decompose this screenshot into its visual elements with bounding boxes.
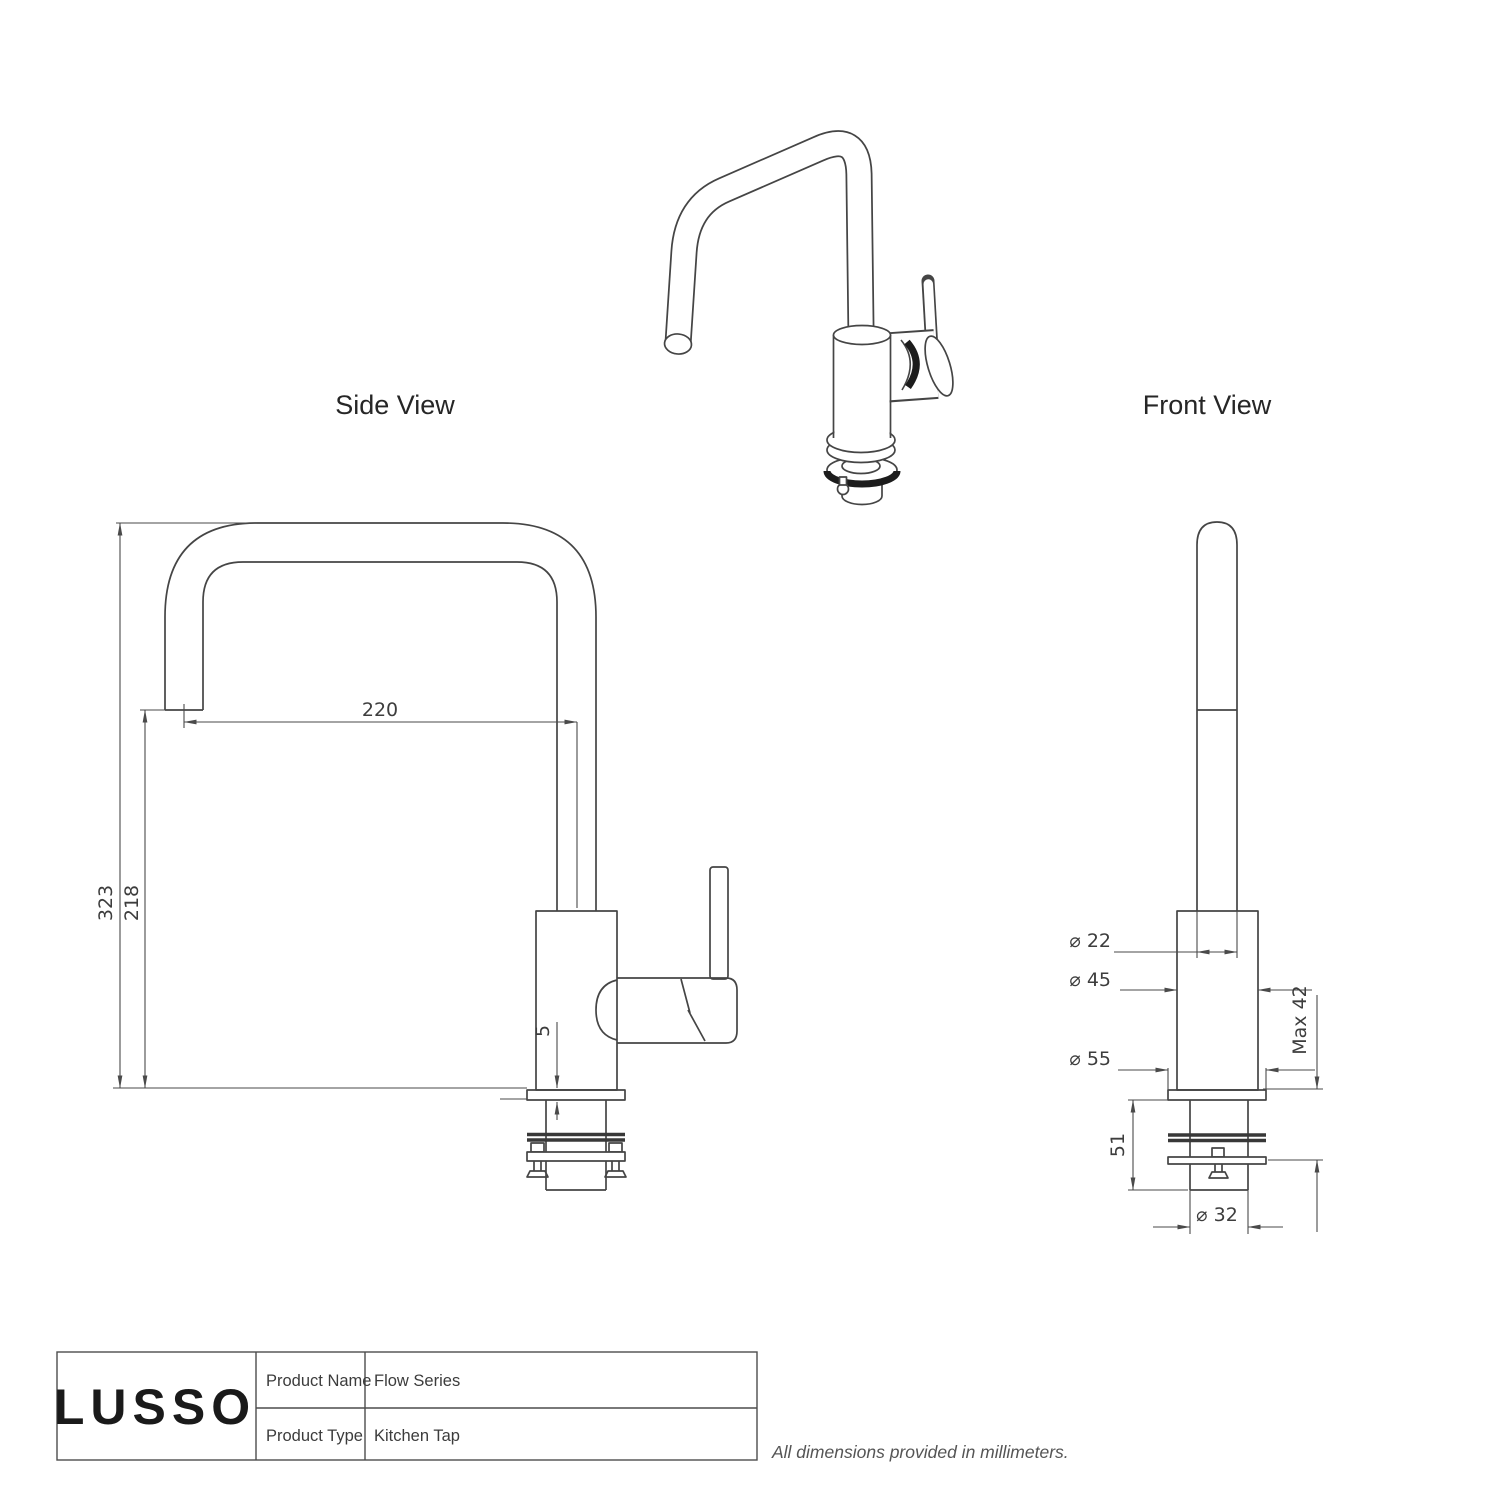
iso-handle-seam (900, 339, 912, 391)
iso-spout-core (666, 132, 873, 345)
front-view (1114, 521, 1323, 1234)
dim-label-spout-diameter: ⌀ 22 (1069, 930, 1111, 952)
dim-base-diameter (1118, 1067, 1315, 1090)
dim-label-base-diameter: ⌀ 55 (1069, 1048, 1111, 1070)
title-block-border (56, 1351, 758, 1461)
front-locknut (1167, 1156, 1267, 1165)
side-screw-left (526, 1161, 549, 1178)
dim-base-plate (500, 1022, 560, 1120)
side-lever (709, 866, 729, 980)
dim-spout-reach (183, 704, 578, 908)
side-handle (617, 977, 738, 1044)
dim-shank-length (1128, 1099, 1188, 1191)
product-name-value: Flow Series (374, 1372, 460, 1390)
product-type-label: Product Type (266, 1427, 363, 1445)
dim-label-max-deck: Max 42 (1289, 985, 1311, 1055)
title-block: LUSSO Product Name Flow Series Product T… (54, 1351, 758, 1461)
side-view (113, 522, 738, 1191)
side-handle-seam (680, 978, 706, 1042)
dim-label-overall-height: 323 (95, 885, 117, 921)
iso-grub-screw-stem (838, 476, 848, 486)
dim-label-base-plate: 5 (532, 1025, 554, 1037)
front-flange (1167, 1089, 1267, 1101)
iso-handle-band (904, 339, 920, 390)
product-type-value: Kitchen Tap (374, 1427, 460, 1445)
side-stud-left (530, 1142, 545, 1153)
iso-spout-outlet (663, 333, 693, 355)
dim-label-outlet-height: 218 (121, 885, 143, 921)
isometric-view (663, 130, 954, 506)
dim-overall-height (116, 522, 257, 1089)
side-joint-bulge (595, 979, 618, 1041)
iso-handle-endcap (924, 335, 954, 397)
dim-spout-diameter (1114, 911, 1238, 958)
dim-shank-diameter (1153, 1190, 1283, 1234)
side-body (535, 910, 618, 1091)
side-flange (526, 1089, 626, 1101)
side-locknut (526, 1151, 626, 1162)
side-view-title: Side View (335, 390, 455, 420)
brand-logo: LUSSO (54, 1379, 256, 1435)
front-stud (1211, 1147, 1225, 1158)
dim-outlet-height (140, 709, 165, 1089)
side-spout-outer (164, 522, 597, 911)
dim-max-deck (1263, 995, 1323, 1232)
product-name-label: Product Name (266, 1372, 371, 1390)
side-stud-right (608, 1142, 623, 1153)
front-spout (1196, 521, 1238, 911)
front-view-title: Front View (1143, 390, 1272, 420)
front-screw (1208, 1164, 1229, 1179)
iso-seal-band (823, 470, 901, 488)
iso-body-mask (834, 335, 890, 438)
iso-body-top (832, 324, 892, 346)
dim-label-shank-diameter: ⌀ 32 (1196, 1204, 1238, 1226)
side-spout-inner (202, 561, 558, 911)
front-body (1176, 910, 1259, 1091)
dim-label-spout-reach: 220 (362, 699, 398, 721)
dim-label-body-diameter: ⌀ 45 (1069, 969, 1111, 991)
units-footnote: All dimensions provided in millimeters. (771, 1442, 1069, 1462)
dim-label-shank-length: 51 (1107, 1133, 1129, 1157)
side-screw-right (604, 1161, 627, 1178)
